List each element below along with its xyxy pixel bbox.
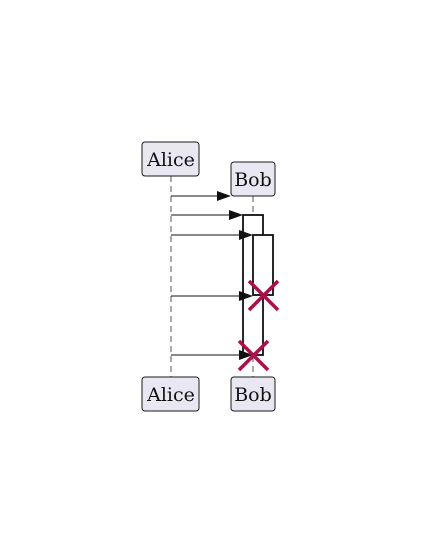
bob-destroy-mark-inner [247,279,280,312]
participant-alice-top: Alice [141,141,200,177]
message-arrowhead [239,350,253,360]
message-4 [171,291,253,301]
message-2 [171,210,243,220]
message-arrowhead [229,210,243,220]
participant-bob-bottom: Bob [230,376,276,412]
message-arrowhead [217,191,231,201]
participant-label: Bob [234,384,272,406]
message-5 [171,350,253,360]
message-arrowhead [239,291,253,301]
participant-bob-top: Bob [230,161,276,197]
participant-label: Alice [146,384,195,406]
bob-destroy-mark-outer [237,339,270,372]
message-arrowhead [239,230,253,240]
message-3 [171,230,253,240]
participant-label: Alice [146,149,195,171]
message-1 [171,191,231,201]
participant-alice-bottom: Alice [141,376,200,412]
participant-label: Bob [234,169,272,191]
